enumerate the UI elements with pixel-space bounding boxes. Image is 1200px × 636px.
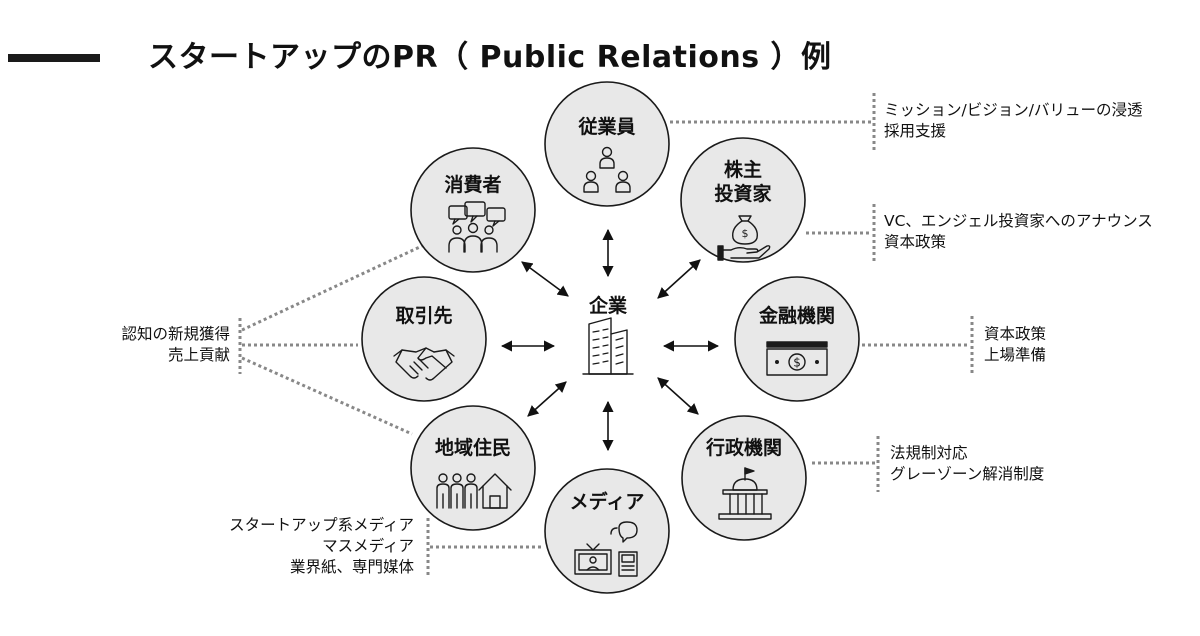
government-building-icon xyxy=(718,467,772,520)
government-note-1: 法規制対応 xyxy=(890,444,968,462)
media-note-1: スタートアップ系メディア xyxy=(229,516,414,534)
left-note-1: 認知の新規獲得 xyxy=(121,325,230,343)
government-notes: 法規制対応 グレーゾーン解消制度 xyxy=(890,443,1044,485)
shareholders-note-1: VC、エンジェル投資家へのアナウンス xyxy=(884,212,1153,230)
financial-label: 金融機関 xyxy=(758,304,835,327)
tv-newspaper-icon xyxy=(574,521,638,577)
residents-circle xyxy=(410,405,536,531)
shareholders-circle xyxy=(680,137,806,263)
shareholders-notes: VC、エンジェル投資家へのアナウンス 資本政策 xyxy=(884,211,1153,253)
employees-note-1: ミッション/ビジョン/バリューの浸透 xyxy=(884,101,1143,119)
media-circle xyxy=(544,468,670,594)
banknote-icon: $ xyxy=(766,341,828,376)
partners-circle xyxy=(361,276,487,402)
left-note-2: 売上貢献 xyxy=(167,346,230,364)
arrow-residents xyxy=(527,381,567,417)
consumers-label: 消費者 xyxy=(444,173,501,196)
connector-residents xyxy=(241,356,413,436)
svg-text:$: $ xyxy=(742,227,749,240)
arrow-shareholders xyxy=(657,259,701,299)
consumers-chat-icon xyxy=(448,201,506,253)
title-accent-bar xyxy=(8,54,100,62)
residents-label: 地域住民 xyxy=(435,436,511,459)
financial-circle xyxy=(734,276,860,402)
center-label: 企業 xyxy=(588,294,628,317)
media-label: メディア xyxy=(570,490,645,513)
shareholders-note-2: 資本政策 xyxy=(884,233,947,251)
svg-text:$: $ xyxy=(793,356,801,370)
handshake-icon xyxy=(393,347,455,381)
financial-notes: 資本政策 上場準備 xyxy=(984,324,1046,366)
employees-circle xyxy=(544,81,670,207)
shareholders-label-1: 株主 xyxy=(724,158,762,181)
consumers-circle xyxy=(410,147,536,273)
arrow-consumers xyxy=(521,261,569,297)
financial-note-1: 資本政策 xyxy=(984,325,1047,343)
partners-label: 取引先 xyxy=(395,304,452,327)
people-hierarchy-icon xyxy=(583,146,631,193)
page-title: スタートアップのPR（ Public Relations ）例 xyxy=(148,40,832,75)
employees-label: 従業員 xyxy=(577,115,635,138)
money-bag-hand-icon: $ xyxy=(717,215,771,261)
employees-notes: ミッション/ビジョン/バリューの浸透 採用支援 xyxy=(884,100,1142,142)
media-note-2: マスメディア xyxy=(322,537,414,555)
left-notes: 認知の新規獲得 売上貢献 xyxy=(121,324,230,366)
residents-house-icon xyxy=(436,473,512,509)
government-note-2: グレーゾーン解消制度 xyxy=(890,465,1045,483)
media-notes: スタートアップ系メディア マスメディア 業界紙、専門媒体 xyxy=(229,515,414,578)
media-note-3: 業界紙、専門媒体 xyxy=(289,558,414,576)
arrow-government xyxy=(657,377,699,415)
employees-note-2: 採用支援 xyxy=(884,122,947,140)
financial-note-2: 上場準備 xyxy=(984,346,1047,364)
buildings-icon xyxy=(582,317,634,375)
government-circle xyxy=(681,415,807,541)
government-label: 行政機関 xyxy=(705,436,782,459)
shareholders-label-2: 投資家 xyxy=(714,182,772,205)
